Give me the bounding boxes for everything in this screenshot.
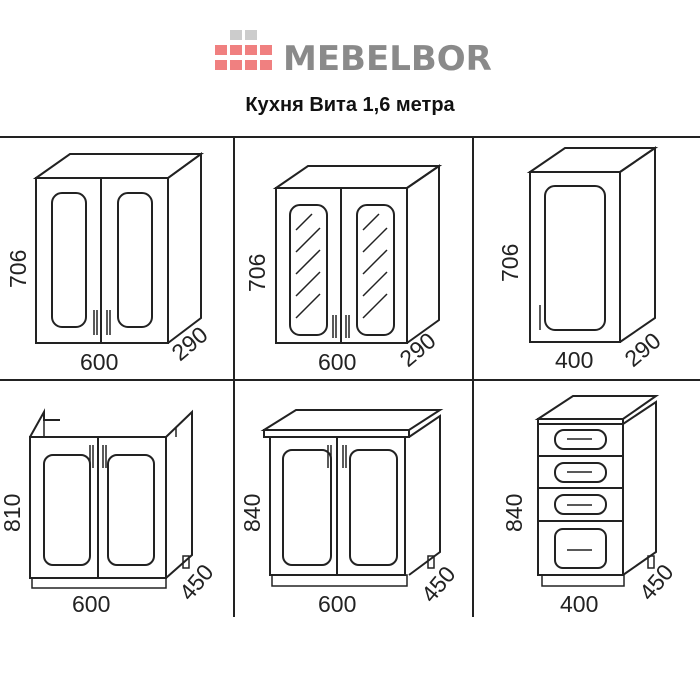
cabinet-base-600: 840 600 450: [239, 409, 461, 617]
height-label: 706: [497, 244, 523, 282]
depth-label: 290: [395, 327, 441, 372]
cabinet-wall-400: 706 400 290: [497, 146, 666, 373]
height-label: 810: [0, 494, 25, 532]
width-label: 600: [318, 349, 356, 375]
depth-label: 290: [167, 321, 213, 366]
height-label: 840: [501, 494, 527, 532]
height-label: 706: [5, 250, 31, 288]
width-label: 600: [318, 591, 356, 617]
width-label: 400: [560, 591, 598, 617]
width-label: 600: [80, 349, 118, 375]
watermark-logo: MEBELBOR: [215, 30, 492, 79]
cabinet-wall-600-solid: 706 600 290: [5, 152, 213, 375]
height-label: 706: [244, 254, 270, 292]
watermark-text: MEBELBOR: [283, 39, 492, 79]
cabinet-sink-base-600: 810 600 450: [0, 408, 218, 617]
cabinet-drawer-base-400: 840 400 450: [501, 395, 679, 617]
width-label: 600: [72, 591, 110, 617]
page-title: Кухня Вита 1,6 метра: [245, 94, 455, 116]
cabinet-wall-600-glass: 706 600 290: [244, 164, 443, 375]
depth-label: 290: [620, 327, 666, 372]
depth-label: 450: [416, 561, 461, 607]
grid-lines: [0, 136, 700, 617]
depth-label: 450: [634, 559, 679, 605]
height-label: 840: [239, 494, 265, 532]
width-label: 400: [555, 347, 593, 373]
